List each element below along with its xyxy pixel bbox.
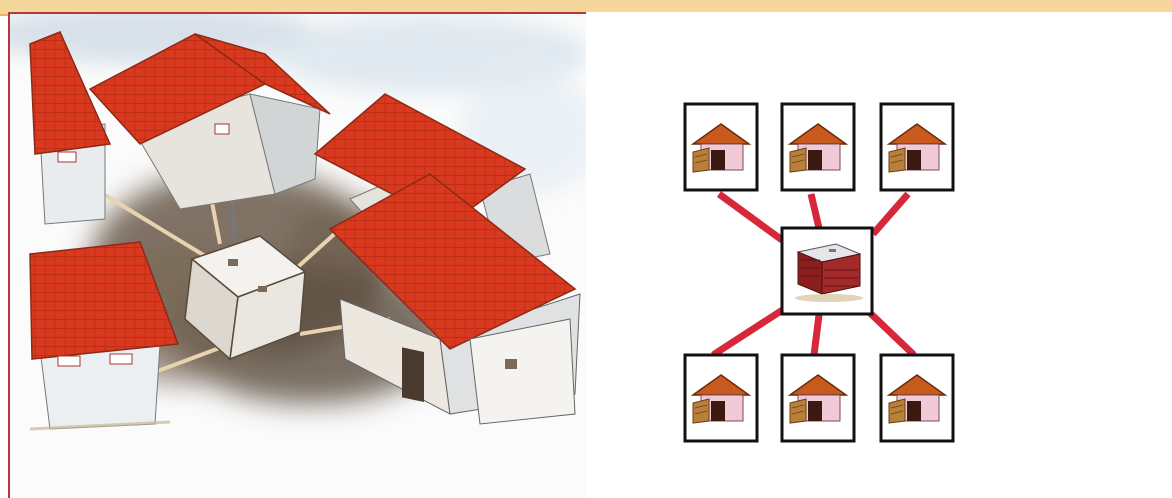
house-icon	[685, 104, 757, 190]
watercolor-illustration-panel	[8, 12, 588, 498]
house-icon	[881, 355, 953, 441]
schematic-diagram	[586, 12, 1172, 498]
watercolor-illustration	[10, 14, 586, 498]
septic-tank-icon	[782, 228, 872, 314]
house-icon	[685, 355, 757, 441]
schematic-diagram-panel	[586, 12, 1172, 498]
house-icon	[782, 355, 854, 441]
house-icon	[782, 104, 854, 190]
house-icon	[881, 104, 953, 190]
